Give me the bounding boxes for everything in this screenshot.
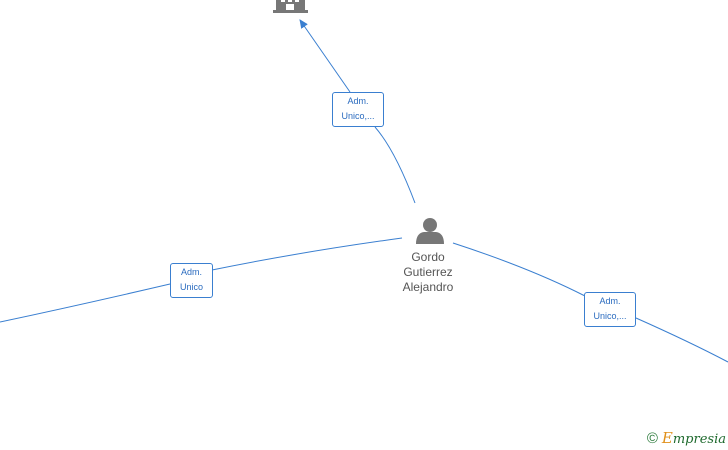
person-icon[interactable] xyxy=(416,218,444,244)
edge-label-left-line-1: Adm. xyxy=(180,267,202,277)
edge-label-top-line-2: Unico,... xyxy=(341,111,375,121)
building-icon[interactable] xyxy=(273,0,308,13)
brand-logo[interactable]: Empresia xyxy=(662,429,726,449)
copyright-icon: © xyxy=(646,430,658,447)
brand-first-letter: E xyxy=(661,429,673,447)
edge-label-top[interactable]: Adm. Unico,... xyxy=(332,92,384,127)
edge-right xyxy=(452,242,728,363)
edge-label-left-line-2: Unico xyxy=(179,282,203,292)
edge-left xyxy=(0,237,403,323)
edge-label-right[interactable]: Adm. Unico,... xyxy=(584,292,636,327)
person-name-line-3: Alejandro xyxy=(402,280,454,294)
brand-rest: mpresia xyxy=(672,432,726,447)
person-name-line-2: Gutierrez xyxy=(403,265,453,279)
person-name-line-1: Gordo xyxy=(411,250,445,264)
person-name[interactable]: Gordo Gutierrez Alejandro xyxy=(380,250,476,295)
edge-top xyxy=(300,20,416,204)
edge-label-right-line-1: Adm. xyxy=(599,296,621,306)
edge-label-right-line-2: Unico,... xyxy=(593,311,627,321)
edge-label-left[interactable]: Adm. Unico xyxy=(170,263,213,298)
edge-label-top-line-1: Adm. xyxy=(347,96,369,106)
footer-brand: © Empresia xyxy=(647,429,726,449)
